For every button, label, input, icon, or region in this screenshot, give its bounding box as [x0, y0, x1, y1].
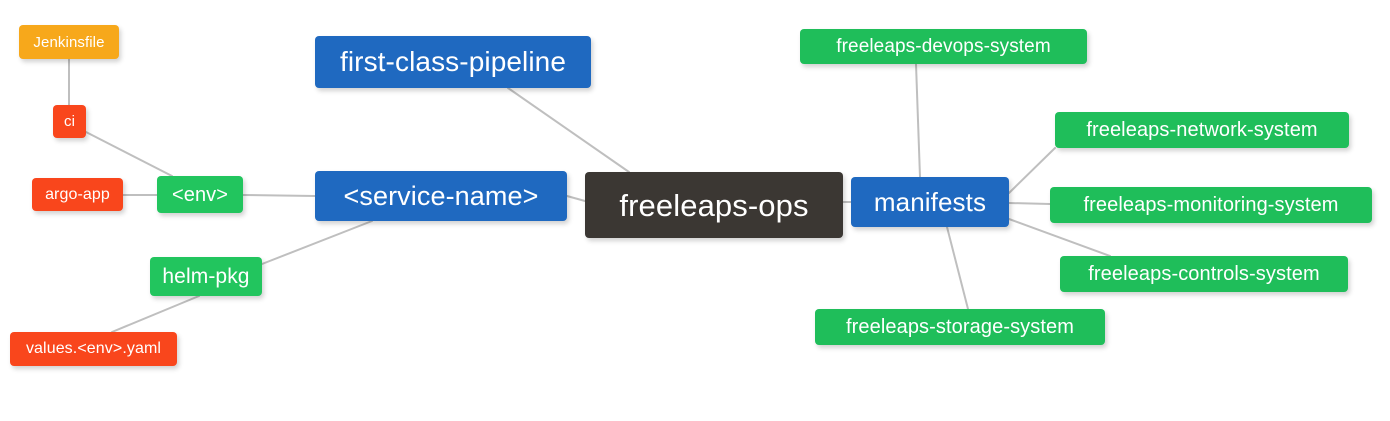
- node-manifests-label: manifests: [873, 187, 987, 217]
- edge-helmpkg-service-name: [261, 220, 373, 265]
- node-freeleaps-monitoring-system[interactable]: freeleaps-monitoring-system: [1050, 187, 1372, 223]
- node-argo-app-label: argo-app: [45, 185, 110, 203]
- node-helm-pkg-label: helm-pkg: [162, 265, 250, 288]
- edge-manifests-devops: [915, 63, 921, 178]
- edge-env-service-name: [242, 194, 316, 197]
- node-freeleaps-ops-label: freeleaps-ops: [619, 187, 809, 223]
- node-env[interactable]: <env>: [157, 176, 243, 213]
- edge-service-name-root: [566, 195, 586, 202]
- node-service-name[interactable]: <service-name>: [315, 171, 567, 221]
- edge-manifests-storage: [946, 226, 969, 310]
- node-freeleaps-monitoring-system-label: freeleaps-monitoring-system: [1083, 194, 1339, 216]
- node-freeleaps-devops-system[interactable]: freeleaps-devops-system: [800, 29, 1087, 64]
- edge-manifests-network: [1008, 147, 1056, 194]
- edge-values-helmpkg: [111, 295, 200, 333]
- node-manifests[interactable]: manifests: [851, 177, 1009, 227]
- node-first-class-pipeline[interactable]: first-class-pipeline: [315, 36, 591, 88]
- node-env-label: <env>: [171, 183, 229, 206]
- node-freeleaps-controls-system-label: freeleaps-controls-system: [1088, 263, 1320, 285]
- node-first-class-pipeline-label: first-class-pipeline: [339, 46, 567, 77]
- node-freeleaps-controls-system[interactable]: freeleaps-controls-system: [1060, 256, 1348, 292]
- edge-manifests-controls: [1008, 218, 1111, 257]
- node-freeleaps-network-system-label: freeleaps-network-system: [1086, 119, 1318, 141]
- node-freeleaps-storage-system[interactable]: freeleaps-storage-system: [815, 309, 1105, 345]
- edge-first-class-pipeline-root: [507, 87, 630, 173]
- edge-ci-env: [85, 131, 173, 177]
- node-jenkinsfile-label: Jenkinsfile: [33, 33, 105, 51]
- node-jenkinsfile[interactable]: Jenkinsfile: [19, 25, 119, 59]
- node-freeleaps-devops-system-label: freeleaps-devops-system: [836, 36, 1051, 57]
- node-values-yaml[interactable]: values.<env>.yaml: [10, 332, 177, 366]
- node-ci[interactable]: ci: [53, 105, 86, 138]
- node-freeleaps-storage-system-label: freeleaps-storage-system: [845, 316, 1075, 338]
- node-helm-pkg[interactable]: helm-pkg: [150, 257, 262, 296]
- node-freeleaps-ops-root[interactable]: freeleaps-ops: [585, 172, 843, 238]
- node-ci-label: ci: [63, 113, 76, 130]
- node-freeleaps-network-system[interactable]: freeleaps-network-system: [1055, 112, 1349, 148]
- node-service-name-label: <service-name>: [343, 180, 539, 211]
- node-values-yaml-label: values.<env>.yaml: [25, 340, 162, 357]
- node-argo-app[interactable]: argo-app: [32, 178, 123, 211]
- edge-manifests-monitoring: [1008, 202, 1051, 205]
